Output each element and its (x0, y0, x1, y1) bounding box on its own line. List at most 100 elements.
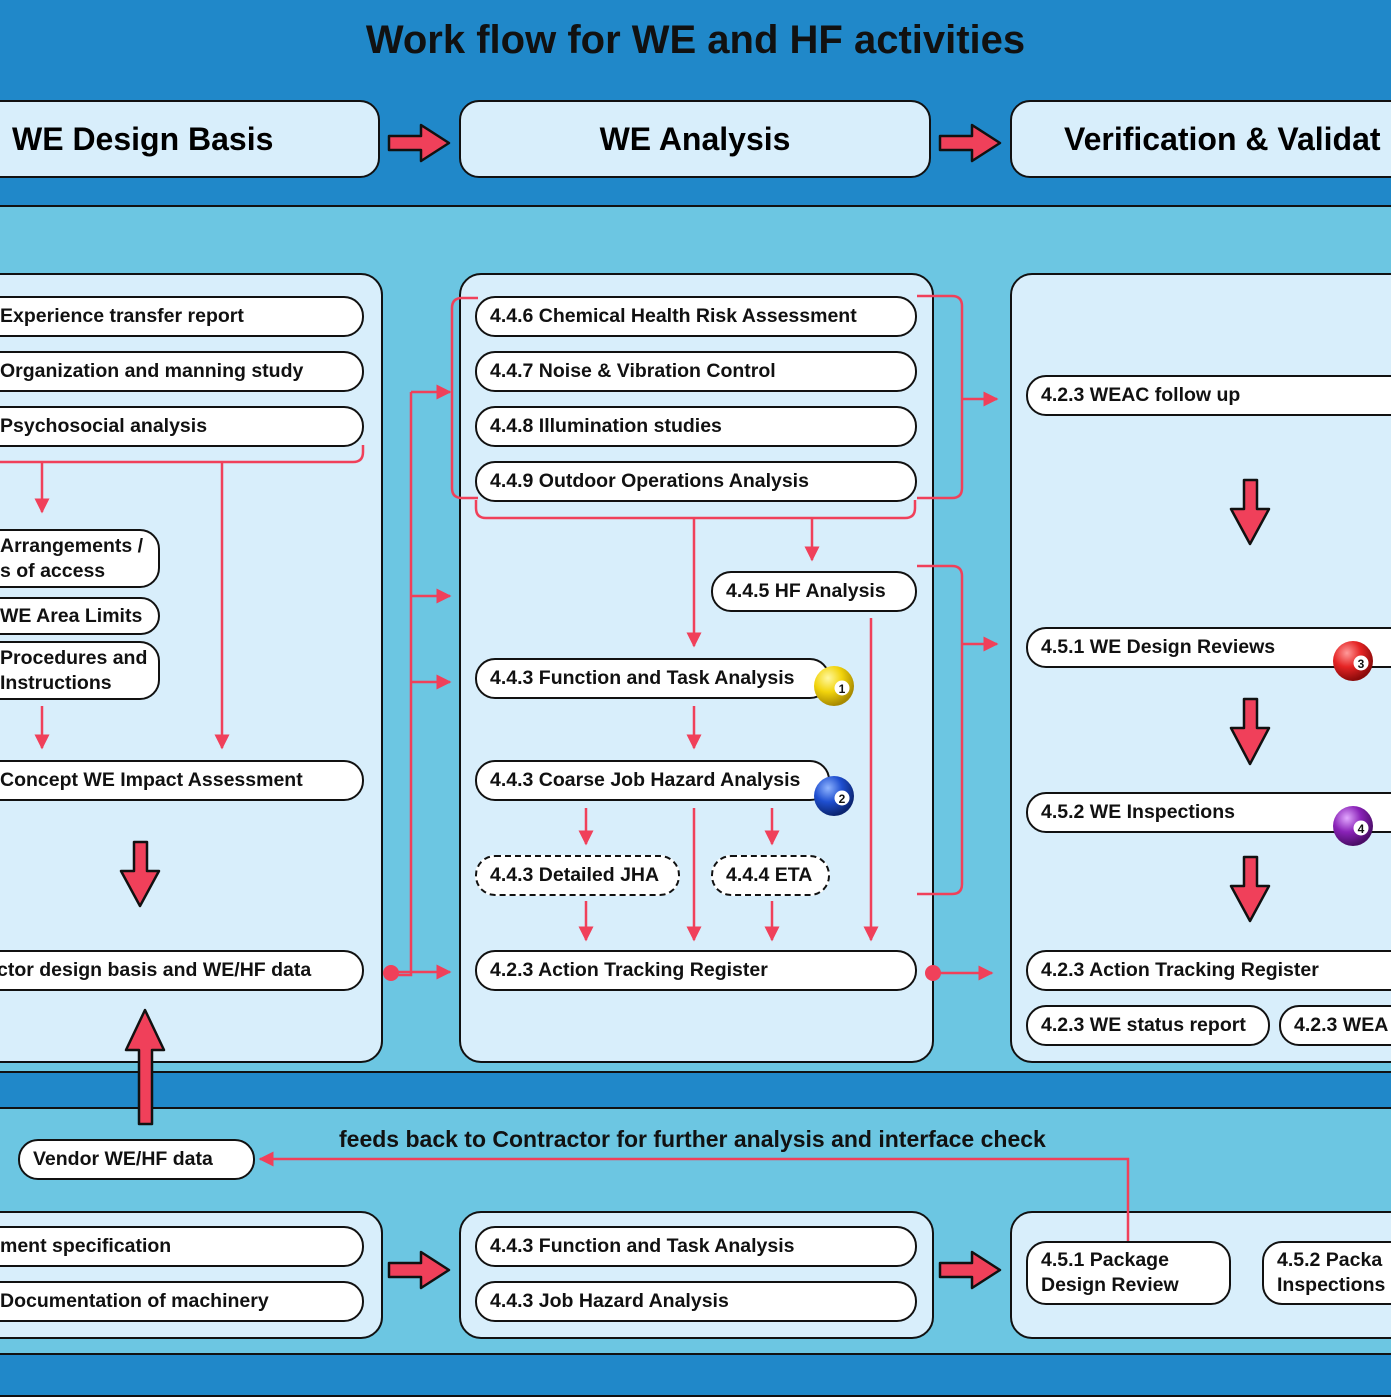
pill-label: 4.4.3 Function and Task Analysis (490, 667, 795, 689)
page-title: Work flow for WE and HF activities (365, 18, 1026, 62)
block-arrow-down (1229, 855, 1271, 923)
badge-4: 4 (1333, 806, 1373, 846)
pill-label: 4.4.3 Detailed JHA (490, 864, 660, 886)
header-we-design-basis: WE Design Basis (0, 100, 380, 178)
pill-label: 4.4.3 Coarse Job Hazard Analysis (490, 769, 801, 791)
illumination-pill: 4.4.8 Illumination studies (475, 406, 917, 447)
pill-label: ctor design basis and WE/HF data (0, 959, 312, 981)
hf-right-bracket (917, 564, 964, 896)
block-arrow-right (938, 1250, 1002, 1290)
badge-number: 2 (839, 792, 846, 806)
pill-line: Procedures and (0, 646, 148, 669)
experience-transfer-report: Experience transfer report (0, 296, 364, 337)
pill-label: 4.2.3 Action Tracking Register (490, 959, 768, 981)
pill-label: Vendor WE/HF data (33, 1148, 213, 1170)
badge-number: 4 (1358, 822, 1365, 836)
block-arrow-down (1229, 478, 1271, 546)
block-arrow-down (1229, 697, 1271, 766)
pill-label: Experience transfer report (0, 305, 244, 327)
analysis-right-bracket (917, 294, 964, 500)
chra-pill: 4.4.6 Chemical Health Risk Assessment (475, 296, 917, 337)
pill-label: 4.2.3 Action Tracking Register (1041, 959, 1319, 981)
pill-label: WE Area Limits (0, 604, 143, 627)
weac-follow-up-pill: 4.2.3 WEAC follow up (1026, 375, 1391, 416)
pill-label: 4.5.1 WE Design Reviews (1041, 636, 1276, 658)
pill-label: 4.2.3 WEA (1294, 1014, 1389, 1036)
contractor-design-basis: ctor design basis and WE/HF data (0, 950, 364, 991)
badge-3: 3 (1333, 641, 1373, 681)
we-design-reviews-pill: 4.5.1 WE Design Reviews (1026, 627, 1391, 668)
pill-label: Concept WE Impact Assessment (0, 769, 303, 791)
outdoor-operations-pill: 4.4.9 Outdoor Operations Analysis (475, 461, 917, 502)
badge-1: 1 (814, 666, 854, 706)
pill-line: Instructions (0, 671, 112, 694)
documentation-machinery-pill: Documentation of machinery (0, 1281, 364, 1322)
footer-band (0, 1353, 1391, 1397)
header-we-analysis: WE Analysis (459, 100, 931, 178)
pill-label: 4.4.7 Noise & Vibration Control (490, 360, 776, 382)
we-inspections-pill: 4.5.2 WE Inspections (1026, 792, 1391, 833)
pill-line: Arrangements / (0, 534, 144, 557)
psychosocial-analysis: Psychosocial analysis (0, 406, 364, 447)
vendor-jha-pill: 4.4.3 Job Hazard Analysis (475, 1281, 917, 1322)
wea-partial-pill: 4.2.3 WEA (1279, 1005, 1391, 1046)
badge-number: 1 (839, 682, 846, 696)
separator-band (0, 1071, 1391, 1111)
arrangements-access: Arrangements /s of access (0, 529, 160, 588)
block-arrow-right (387, 1250, 451, 1290)
header-label: WE Analysis (599, 120, 791, 157)
design-bracket (0, 445, 365, 464)
pill-label: 4.4.3 Job Hazard Analysis (490, 1290, 729, 1312)
we-area-limits: WE Area Limits (0, 597, 160, 635)
pill-label: Psychosocial analysis (0, 415, 208, 437)
pill-line: 4.5.2 Packa (1277, 1249, 1383, 1271)
block-arrow-down (119, 840, 161, 908)
block-arrow-right (938, 123, 1002, 163)
feedback-line (258, 1151, 1130, 1241)
junction-dot (383, 965, 399, 981)
detailed-jha-pill: 4.4.3 Detailed JHA (475, 855, 680, 896)
badge-2: 2 (814, 776, 854, 816)
pill-label: 4.4.3 Function and Task Analysis (490, 1235, 795, 1257)
header-label: WE Design Basis (12, 120, 274, 157)
vendor-we-hf-data-pill: Vendor WE/HF data (18, 1139, 255, 1180)
pill-label: ment specification (0, 1235, 172, 1257)
pill-label: 4.2.3 WE status report (1041, 1014, 1246, 1036)
header-label: Verification & Validat (1064, 120, 1381, 157)
pill-line: 4.5.1 Package (1041, 1249, 1169, 1271)
we-status-report-pill: 4.2.3 WE status report (1026, 1005, 1270, 1046)
pill-label: 4.4.5 HF Analysis (726, 580, 886, 602)
pill-line: Design Review (1041, 1274, 1179, 1296)
block-arrow-right (387, 123, 451, 163)
pill-label: 4.2.3 WEAC follow up (1041, 384, 1241, 406)
analysis-bottom-bracket (474, 500, 917, 520)
block-arrow-up (124, 1008, 166, 1126)
pill-line: Inspections (1277, 1274, 1386, 1296)
pill-label: 4.5.2 WE Inspections (1041, 801, 1235, 823)
concept-we-impact-assessment: Concept WE Impact Assessment (0, 760, 364, 801)
organization-manning-study: Organization and manning study (0, 351, 364, 392)
hf-analysis-pill: 4.4.5 HF Analysis (711, 571, 917, 612)
fta-pill: 4.4.3 Function and Task Analysis (475, 658, 830, 699)
equipment-specification-pill: ment specification (0, 1226, 364, 1267)
eta-pill: 4.4.4 ETA (711, 855, 830, 896)
pill-label: 4.4.6 Chemical Health Risk Assessment (490, 305, 857, 327)
pill-label: 4.4.4 ETA (726, 864, 813, 886)
pill-label: Arrangements /s of access (0, 534, 143, 584)
pill-label: 4.4.9 Outdoor Operations Analysis (490, 470, 809, 492)
noise-vibration-pill: 4.4.7 Noise & Vibration Control (475, 351, 917, 392)
pill-label: Organization and manning study (0, 360, 304, 382)
pill-line: s of access (0, 559, 106, 582)
junction-dot (925, 965, 941, 981)
pill-label: 4.4.8 Illumination studies (490, 415, 722, 437)
feedback-note: feeds back to Contractor for further ana… (339, 1126, 1046, 1152)
vendor-fta-pill: 4.4.3 Function and Task Analysis (475, 1226, 917, 1267)
action-tracking-register-pill: 4.2.3 Action Tracking Register (475, 950, 917, 991)
